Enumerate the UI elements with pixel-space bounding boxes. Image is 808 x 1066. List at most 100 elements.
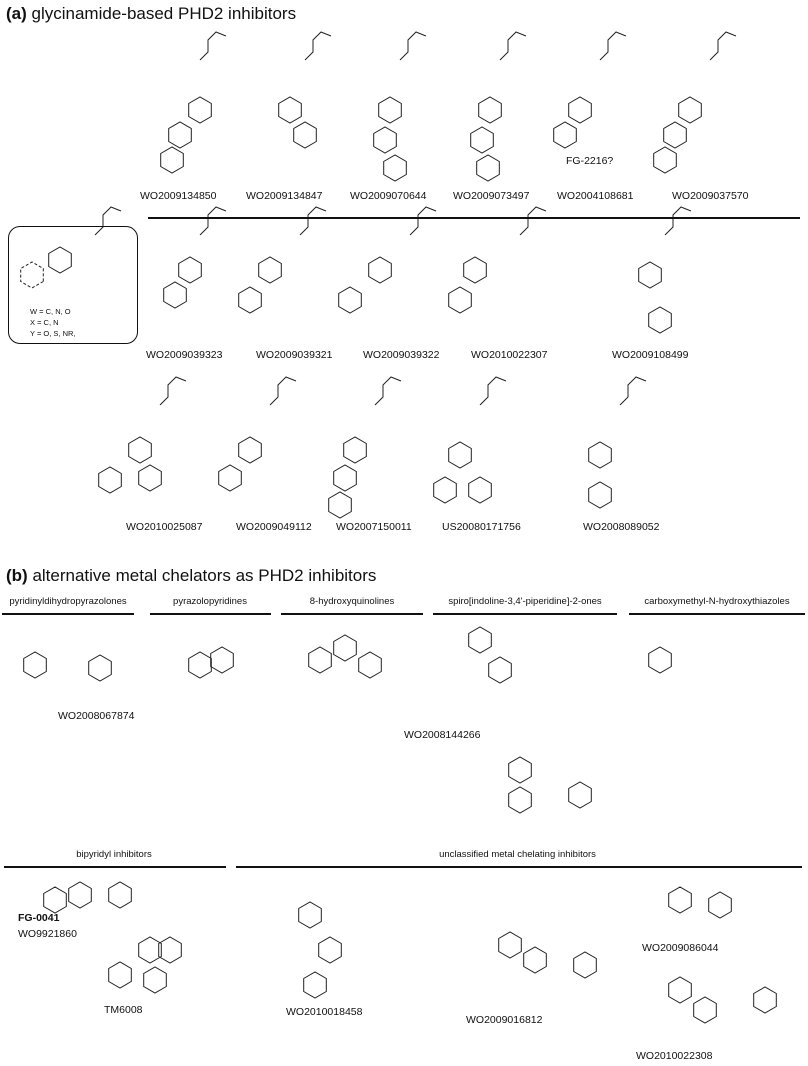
ring-shape: [48, 246, 72, 274]
ring-shape: [238, 436, 262, 464]
compound-name: TM6008: [104, 1004, 143, 1016]
category-header: carboxymethyl-N-hydroxythiazoles: [644, 596, 790, 607]
ring-shape: [278, 96, 302, 124]
scaffold-definition: Y = O, S, NR,: [30, 329, 76, 338]
ring-shape: [210, 646, 234, 674]
ring-shape: [238, 286, 262, 314]
patent-label: WO9921860: [18, 928, 77, 940]
divider: [629, 613, 805, 615]
divider: [281, 613, 423, 615]
category-header: spiro[indoline-3,4'-piperidine]-2-ones: [448, 596, 602, 607]
ring-shape: [693, 996, 717, 1024]
patent-label: WO2010022307: [471, 349, 548, 361]
side-chain: [499, 31, 527, 61]
category-header: bipyridyl inhibitors: [76, 849, 152, 860]
side-chain: [299, 206, 327, 236]
category-header: pyridinyldihydropyrazolones: [9, 596, 127, 607]
ring-shape: [328, 491, 352, 519]
side-chain: [94, 206, 122, 236]
ring-shape: [568, 96, 592, 124]
ring-shape: [338, 286, 362, 314]
ring-shape: [108, 881, 132, 909]
patent-label: WO2009039322: [363, 349, 440, 361]
ring-shape: [448, 441, 472, 469]
scaffold-definition: W = C, N, O: [30, 307, 71, 316]
ring-shape: [138, 936, 162, 964]
patent-label: WO2010022308: [636, 1050, 713, 1062]
patent-label: WO2009049112: [236, 521, 312, 533]
ring-shape: [508, 786, 532, 814]
divider: [236, 866, 802, 868]
ring-shape: [333, 464, 357, 492]
ring-shape: [218, 464, 242, 492]
ring-shape: [588, 441, 612, 469]
ring-shape: [663, 121, 687, 149]
ring-shape: [378, 96, 402, 124]
ring-shape: [468, 626, 492, 654]
ring-shape: [358, 651, 382, 679]
patent-label: WO2009073497: [453, 190, 530, 202]
category-header: unclassified metal chelating inhibitors: [439, 849, 596, 860]
side-chain: [479, 376, 507, 406]
ring-shape: [23, 651, 47, 679]
scaffold-definition: X = C, N: [30, 318, 59, 327]
ring-shape: [668, 976, 692, 1004]
ring-shape: [708, 891, 732, 919]
ring-shape: [553, 121, 577, 149]
ring-shape: [373, 126, 397, 154]
divider: [433, 613, 617, 615]
ring-shape: [468, 476, 492, 504]
patent-label: WO2007150011: [336, 521, 412, 533]
patent-label: WO2008089052: [583, 521, 660, 533]
ring-shape: [188, 651, 212, 679]
divider: [148, 217, 800, 219]
ring-shape: [343, 436, 367, 464]
ring-shape: [668, 886, 692, 914]
ring-shape: [160, 146, 184, 174]
side-chain: [619, 376, 647, 406]
ring-shape: [508, 756, 532, 784]
ring-shape: [638, 261, 662, 289]
ring-shape: [258, 256, 282, 284]
ring-shape: [163, 281, 187, 309]
ring-shape: [573, 951, 597, 979]
section-b-title: (b) alternative metal chelators as PHD2 …: [6, 566, 377, 585]
ring-shape: [178, 256, 202, 284]
patent-label: WO2010018458: [286, 1006, 363, 1018]
ring-shape: [303, 971, 327, 999]
patent-label: WO2009016812: [466, 1014, 543, 1026]
ring-shape: [470, 126, 494, 154]
ring-shape: [98, 466, 122, 494]
divider: [150, 613, 271, 615]
compound-name: FG-0041: [18, 912, 60, 924]
patent-label: WO2008067874: [58, 710, 135, 722]
category-header: 8-hydroxyquinolines: [309, 596, 395, 607]
ring-shape: [648, 306, 672, 334]
ring-shape: [188, 96, 212, 124]
ring-shape: [498, 931, 522, 959]
side-chain: [519, 206, 547, 236]
side-chain: [304, 31, 332, 61]
side-chain: [709, 31, 737, 61]
side-chain: [269, 376, 297, 406]
side-chain: [664, 206, 692, 236]
ring-shape: [138, 464, 162, 492]
ring-shape: [588, 481, 612, 509]
patent-label: WO2009070644: [350, 190, 427, 202]
patent-label: WO2009037570: [672, 190, 749, 202]
ring-shape: [168, 121, 192, 149]
divider: [2, 613, 134, 615]
fg-2216-note: FG-2216?: [566, 155, 614, 167]
divider: [4, 866, 226, 868]
ring-shape: [318, 936, 342, 964]
section-a-title: (a) glycinamide-based PHD2 inhibitors: [6, 4, 297, 23]
ring-shape: [523, 946, 547, 974]
side-chain: [199, 206, 227, 236]
side-chain: [599, 31, 627, 61]
patent-label: WO2009039321: [256, 349, 333, 361]
ring-shape: [298, 901, 322, 929]
ring-shape: [368, 256, 392, 284]
ring-shape: [433, 476, 457, 504]
patent-label: WO2009134850: [140, 190, 217, 202]
